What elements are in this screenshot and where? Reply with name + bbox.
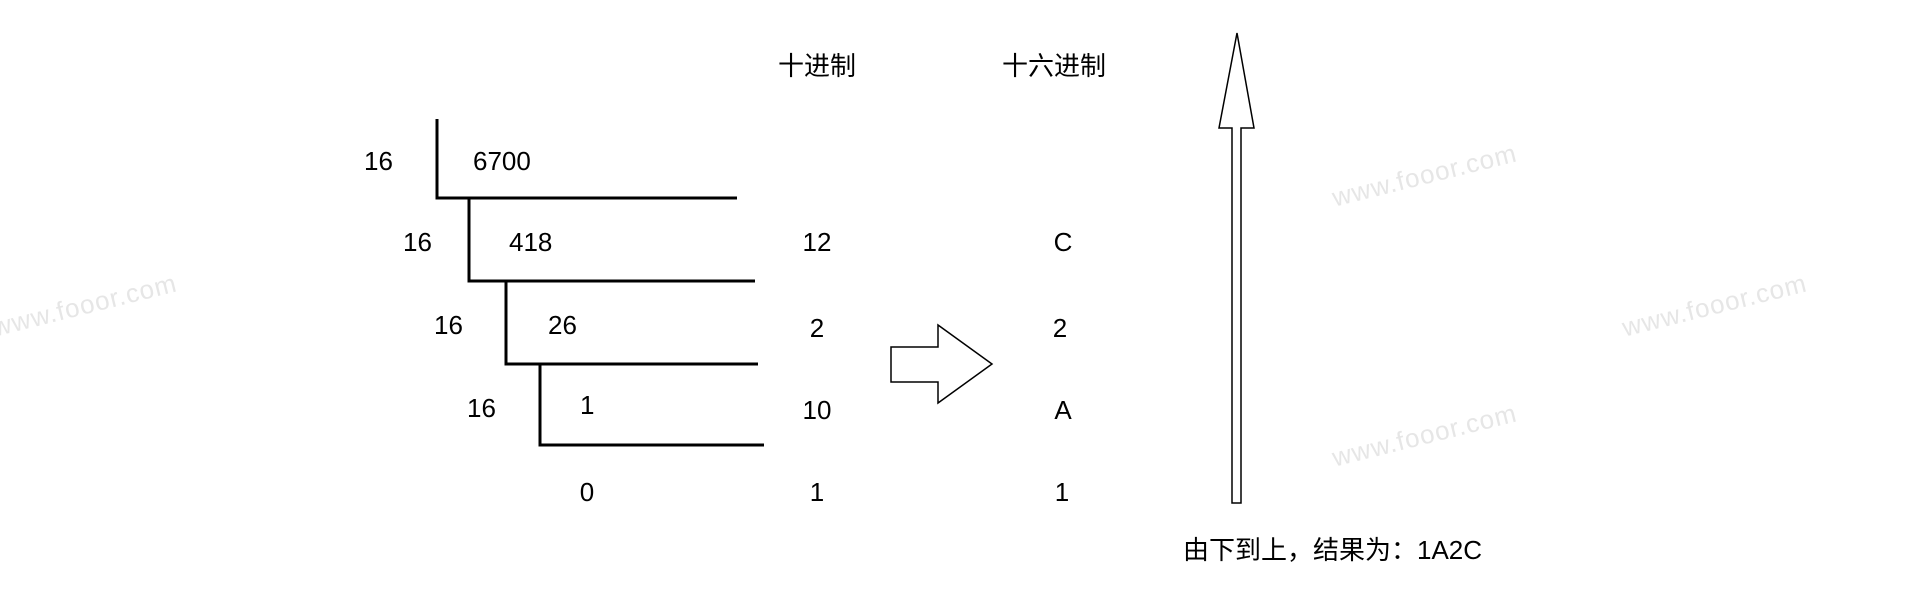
division-bracket-3 [504, 281, 758, 366]
hex-digit: A [1054, 395, 1072, 425]
up-arrow-icon [1218, 32, 1255, 504]
divisor: 16 [467, 393, 496, 423]
hex-digit: C [1053, 227, 1073, 257]
divisor: 16 [364, 146, 393, 176]
dividend: 6700 [473, 146, 531, 176]
dividend: 1 [580, 390, 595, 420]
decimal-remainder: 10 [802, 395, 832, 425]
division-bracket-4 [538, 364, 764, 447]
decimal-remainder: 12 [802, 227, 832, 257]
dividend: 418 [509, 227, 553, 257]
hex-digit: 2 [1052, 313, 1068, 343]
right-arrow-icon [890, 323, 994, 405]
division-bracket-1 [435, 119, 737, 200]
decimal-remainder: 1 [809, 477, 825, 507]
decimal-remainder: 2 [809, 313, 825, 343]
divisor: 16 [434, 310, 463, 340]
hex-digit: 1 [1054, 477, 1070, 507]
decimal-header: 十进制 [777, 51, 857, 81]
result-text: 由下到上，结果为：1A2C [1183, 535, 1483, 565]
divisor: 16 [403, 227, 432, 257]
dividend: 26 [548, 310, 577, 340]
dividend: 0 [579, 477, 595, 507]
division-bracket-2 [467, 198, 755, 283]
hex-header: 十六进制 [1001, 51, 1107, 81]
